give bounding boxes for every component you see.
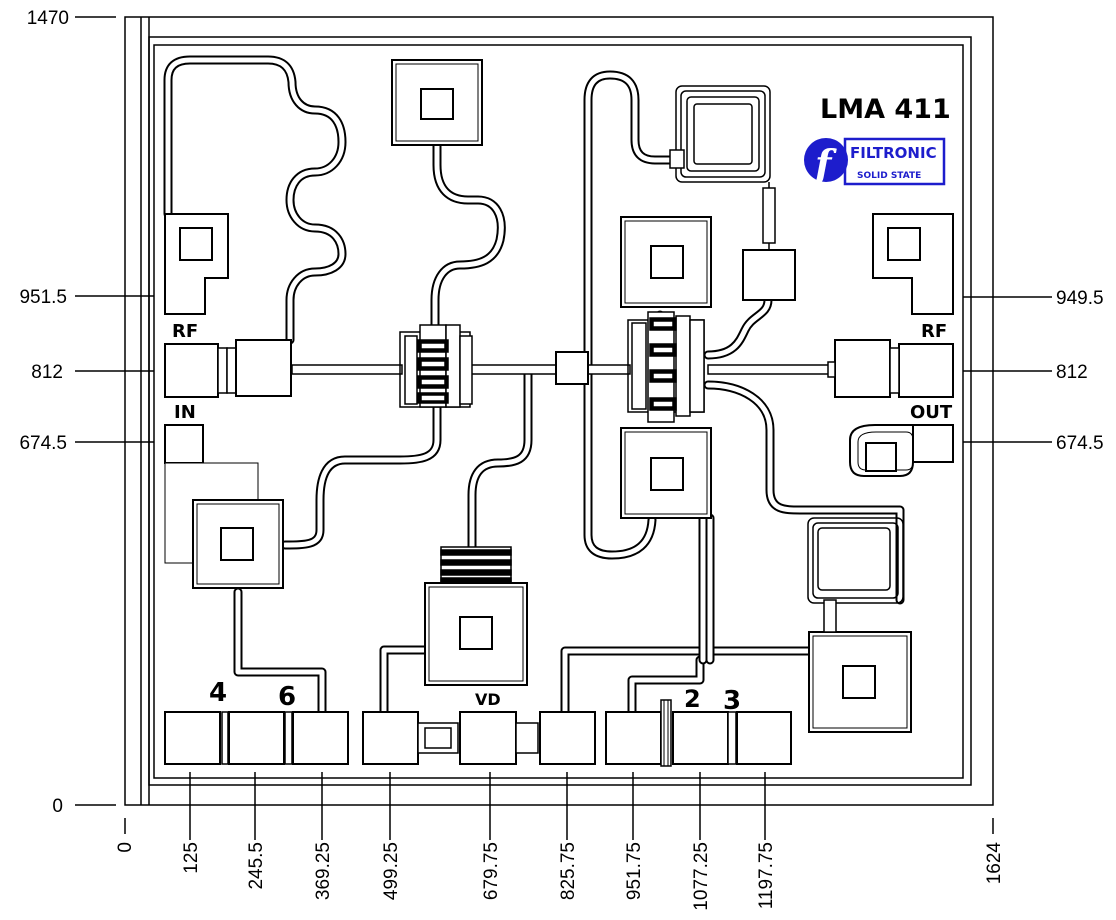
logo-subtitle: SOLID STATE: [857, 171, 921, 181]
die-outline: [124, 16, 994, 806]
dim-bottom-0: 0: [115, 842, 136, 853]
rf-in-pad: [164, 339, 292, 398]
capacitor-top-center: [391, 59, 483, 146]
rf-io-pads: [164, 339, 954, 398]
rf-out-label-top: RF: [921, 321, 947, 342]
dim-right-674-5: 674.5: [1056, 433, 1104, 454]
drain-bias-line: [280, 403, 442, 550]
capacitor-center-lower: [620, 427, 712, 519]
dim-left-1470: 1470: [27, 8, 69, 29]
filtronic-logo: f FILTRONIC SOLID STATE: [804, 137, 946, 186]
dim-bottom-825-75: 825.75: [558, 842, 579, 900]
fet-stage-1: [399, 324, 473, 408]
logo-name: FILTRONIC: [850, 144, 937, 162]
output-gate-line: [703, 295, 773, 360]
dim-bottom-1624: 1624: [984, 842, 1005, 885]
bond-pad-vd: [459, 711, 517, 765]
bond-label-2: 2: [684, 685, 701, 713]
bond-pad-2: [672, 711, 729, 765]
bottom-bond-pads: [164, 699, 792, 767]
dim-bottom-951-75: 951.75: [624, 842, 645, 900]
bond-pad-499: [362, 711, 419, 765]
capacitor-center-upper: [620, 216, 712, 308]
part-number: LMA 411: [820, 94, 951, 125]
dim-bottom-125: 125: [181, 842, 202, 874]
dimension-annotations: [75, 16, 1052, 840]
dim-bottom-369-25: 369.25: [313, 842, 334, 900]
output-bias-line: [703, 380, 905, 605]
dim-left-0: 0: [52, 796, 63, 817]
interconnect-traces: [163, 55, 905, 717]
dim-right-949-5: 949.5: [1056, 288, 1104, 309]
out-spiral-pad: [849, 424, 954, 477]
dim-left-812: 812: [31, 362, 63, 383]
dimension-labels-bottom: 0 125 245.5 369.25 499.25 679.75 825.75 …: [115, 842, 1005, 911]
capacitor-output-small: [742, 249, 796, 301]
rf-in-label-top: RF: [172, 321, 198, 342]
dim-bottom-499-25: 499.25: [381, 842, 402, 900]
spiral-inductor-top-right: [669, 85, 776, 250]
capacitor-blocks: [164, 59, 954, 733]
left-meander-line-inner: [165, 57, 345, 343]
logo-frame: [843, 137, 946, 186]
dimension-labels-right: 949.5 812 674.5: [1056, 288, 1104, 454]
capacitor-lower-left: [164, 424, 284, 589]
rf-out-pad-cap: [872, 213, 954, 315]
capacitor-vd: [424, 582, 528, 686]
bond-pad-4: [164, 711, 221, 765]
logo-circle-icon: [804, 138, 848, 182]
capacitor-lower-right: [808, 631, 912, 733]
bond-pad-3: [736, 711, 792, 765]
dim-left-674-5: 674.5: [19, 433, 67, 454]
dimension-labels-left: 1470 951.5 812 674.5 0: [19, 8, 69, 817]
gate-feed-line: [430, 140, 506, 335]
vd-label: VD: [475, 690, 501, 709]
bond-pad-6b: [292, 711, 349, 765]
spiral-inductor-bottom-right: [807, 517, 904, 633]
dim-bottom-245-5: 245.5: [246, 842, 267, 890]
rf-in-pad-cap: [164, 213, 229, 315]
rf-in-label-bottom: IN: [174, 402, 196, 423]
dim-left-951-5: 951.5: [19, 287, 67, 308]
rf-out-pad: [827, 339, 954, 398]
dim-bottom-1077-25: 1077.25: [691, 842, 712, 911]
center-tee-pad: [555, 351, 589, 385]
bond-pad-825: [539, 711, 596, 765]
vd-comb-structure: [440, 546, 512, 584]
bond-pad-6: [228, 711, 285, 765]
bias-rail-center-left: [379, 645, 433, 717]
pad-labels: RF IN RF OUT 4 6 VD 2 3 LMA 411: [172, 94, 953, 716]
bond-label-6: 6: [278, 682, 296, 712]
dim-right-812: 812: [1056, 362, 1088, 383]
bond-pad-951: [605, 711, 662, 765]
bond-label-4: 4: [209, 678, 227, 708]
dim-bottom-679-75: 679.75: [481, 842, 502, 900]
dim-bottom-1197-75: 1197.75: [756, 842, 777, 909]
rf-out-label-bottom: OUT: [910, 402, 953, 423]
bond-label-3: 3: [723, 686, 741, 716]
fet-stage-2: [627, 311, 705, 423]
